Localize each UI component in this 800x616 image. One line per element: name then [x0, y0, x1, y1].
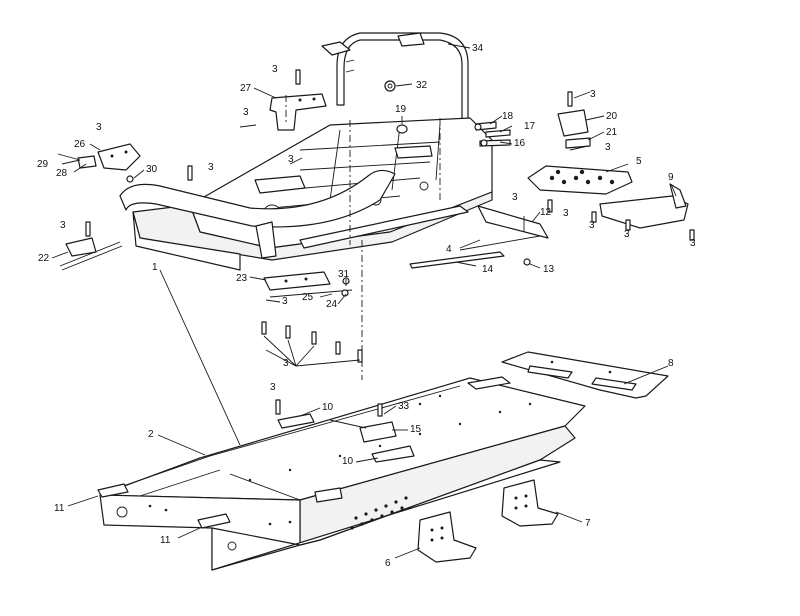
- callout-10: 10: [342, 456, 354, 467]
- callout-3: 3: [243, 107, 249, 118]
- callout-34: 34: [472, 43, 484, 54]
- callout-2: 2: [148, 429, 154, 440]
- callout-3: 3: [60, 220, 66, 231]
- callout-31: 31: [338, 269, 350, 280]
- callout-9: 9: [668, 172, 674, 183]
- callout-3: 3: [624, 229, 630, 240]
- tie-rod-29: [57, 153, 81, 161]
- callout-33: 33: [398, 401, 410, 412]
- reinforcement-14: [409, 251, 505, 269]
- callouts: 1 2 3 3 3 3 3 3 3 3 3 3 3 3 3 3 3 3 4 5 …: [37, 43, 696, 569]
- callout-11: 11: [160, 535, 171, 546]
- callout-25: 25: [302, 292, 314, 303]
- upper-frame: [119, 117, 493, 271]
- callout-28: 28: [56, 168, 68, 179]
- callout-3: 3: [589, 220, 595, 231]
- callout-5: 5: [636, 156, 642, 167]
- clamp-28: [77, 155, 97, 169]
- bracket-6: [417, 511, 477, 563]
- callout-22: 22: [38, 253, 50, 264]
- callout-3: 3: [605, 142, 611, 153]
- callout-23: 23: [236, 273, 248, 284]
- callout-16: 16: [514, 138, 526, 149]
- running-board-holes: [350, 496, 408, 530]
- callout-20: 20: [606, 111, 618, 122]
- callout-15: 15: [410, 424, 422, 435]
- bracket-23: [263, 271, 331, 291]
- callout-3: 3: [283, 358, 289, 369]
- callout-1: 1: [152, 262, 158, 273]
- bracket-22: [59, 237, 123, 271]
- callout-19: 19: [395, 104, 407, 115]
- callout-3: 3: [690, 238, 696, 249]
- tunnel: [99, 376, 586, 571]
- callout-4: 4: [446, 244, 452, 255]
- callout-3: 3: [272, 64, 278, 75]
- callout-29: 29: [37, 159, 49, 170]
- callout-18: 18: [502, 111, 514, 122]
- plate-15: [329, 419, 397, 443]
- plate-10-lower: [371, 445, 415, 463]
- callout-3: 3: [208, 162, 214, 173]
- footrest-support-9: [599, 183, 689, 229]
- callout-32: 32: [416, 80, 428, 91]
- callout-7: 7: [585, 518, 591, 529]
- reinforcement-4: [459, 205, 549, 251]
- bushing-19: [396, 124, 408, 134]
- callout-3: 3: [590, 89, 596, 100]
- leader-lines: [51, 43, 677, 559]
- callout-13: 13: [543, 264, 555, 275]
- callout-8: 8: [668, 358, 674, 369]
- plate-11-front: [197, 513, 231, 529]
- callout-21: 21: [606, 127, 618, 138]
- plate-10-upper: [277, 413, 315, 429]
- plate-11-rear: [97, 483, 129, 498]
- callout-27: 27: [240, 83, 252, 94]
- bolts-16-17-18: [474, 121, 511, 147]
- callout-3: 3: [282, 296, 288, 307]
- fasteners: [85, 69, 695, 417]
- callout-3: 3: [96, 122, 102, 133]
- bracket-24-25: [269, 289, 353, 298]
- bracket-20-21: [557, 109, 591, 149]
- nut-32: [384, 80, 396, 92]
- callout-11: 11: [54, 503, 65, 514]
- callout-3: 3: [563, 208, 569, 219]
- callout-17: 17: [524, 121, 536, 132]
- callout-26: 26: [74, 139, 86, 150]
- callout-3: 3: [288, 154, 294, 165]
- callout-12: 12: [540, 207, 552, 218]
- footrest-5: [527, 165, 633, 195]
- rear-plate-8: [501, 351, 669, 399]
- bracket-7: [501, 479, 559, 527]
- callout-3: 3: [512, 192, 518, 203]
- callout-14: 14: [482, 264, 494, 275]
- callout-3: 3: [270, 382, 276, 393]
- bracket-26: [97, 143, 141, 171]
- callout-10: 10: [322, 402, 334, 413]
- callout-24: 24: [326, 299, 338, 310]
- rivet-12-13: [523, 216, 531, 266]
- nut-30: [126, 175, 134, 183]
- bracket-27: [269, 93, 327, 131]
- callout-30: 30: [146, 164, 158, 175]
- callout-6: 6: [385, 558, 391, 569]
